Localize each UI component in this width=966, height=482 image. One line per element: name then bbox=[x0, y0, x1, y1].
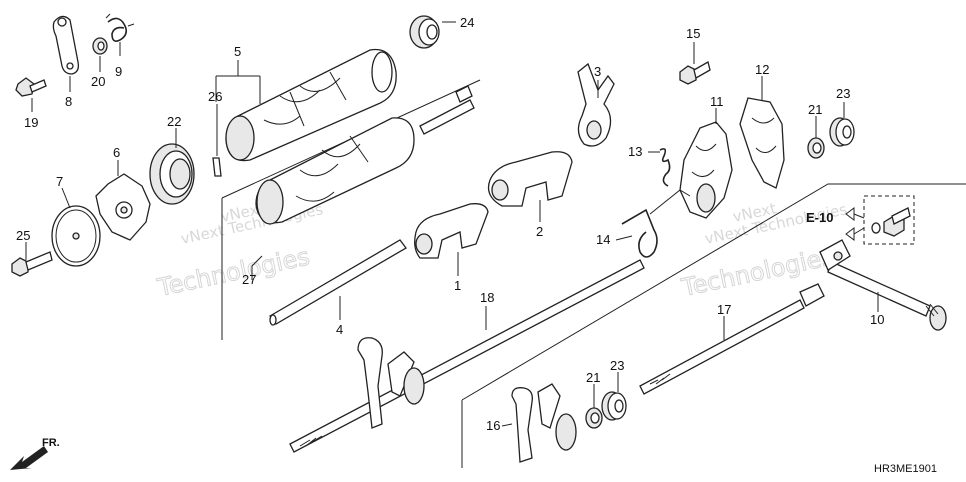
star-cam-6 bbox=[95, 173, 151, 241]
callout-17: 17 bbox=[717, 302, 731, 317]
callout-12: 12 bbox=[755, 62, 769, 77]
front-marker: FR. bbox=[42, 437, 60, 449]
callout-18: 18 bbox=[480, 290, 494, 305]
plate-12 bbox=[739, 97, 785, 189]
plate-7 bbox=[51, 205, 101, 267]
washer-21-upper bbox=[807, 137, 825, 159]
callout-4: 4 bbox=[336, 322, 343, 337]
callout-labels: 24 5 26 22 6 7 25 19 8 20 9 27 4 18 1 2 … bbox=[16, 15, 884, 433]
callout-10: 10 bbox=[870, 312, 884, 327]
callout-23-lower: 23 bbox=[610, 358, 624, 373]
callout-27: 27 bbox=[242, 272, 256, 287]
pin-26 bbox=[212, 157, 222, 177]
callout-26: 26 bbox=[208, 89, 222, 104]
fork-1 bbox=[414, 203, 489, 259]
callout-20: 20 bbox=[91, 74, 105, 89]
washer-21-lower bbox=[585, 407, 603, 429]
bearing-24 bbox=[409, 15, 440, 49]
front-arrow-icon: FR. bbox=[10, 437, 60, 470]
callout-21-lower: 21 bbox=[586, 370, 600, 385]
callout-7: 7 bbox=[56, 174, 63, 189]
callout-22: 22 bbox=[167, 114, 181, 129]
callout-24: 24 bbox=[460, 15, 474, 30]
callout-5: 5 bbox=[234, 44, 241, 59]
callout-9: 9 bbox=[115, 64, 122, 79]
arm-8 bbox=[52, 15, 80, 75]
diagram-code: HR3ME1901 bbox=[874, 463, 937, 475]
shaft-18 bbox=[289, 259, 645, 453]
shift-drum-assembly bbox=[255, 85, 475, 225]
callout-13: 13 bbox=[628, 144, 642, 159]
shaft-17 bbox=[639, 283, 825, 395]
reference-box bbox=[845, 195, 915, 245]
callout-3: 3 bbox=[594, 64, 601, 79]
bearing-22 bbox=[149, 143, 195, 205]
shift-drum-5 bbox=[225, 48, 397, 162]
watermark-left-big: Technologies bbox=[154, 242, 312, 302]
fork-2 bbox=[487, 151, 573, 207]
shaft-4 bbox=[269, 239, 407, 326]
callout-6: 6 bbox=[113, 145, 120, 160]
watermark-left: vNext vNext Technologies Technologies bbox=[154, 199, 325, 302]
washer-20 bbox=[92, 37, 108, 55]
bolt-25 bbox=[11, 251, 53, 277]
callout-14: 14 bbox=[596, 232, 610, 247]
callout-25: 25 bbox=[16, 228, 30, 243]
callout-11: 11 bbox=[710, 94, 724, 109]
leader-lines bbox=[25, 21, 879, 427]
shaft-10 bbox=[819, 239, 947, 331]
callout-8: 8 bbox=[65, 94, 72, 109]
callout-2: 2 bbox=[536, 224, 543, 239]
bearing-23-upper bbox=[829, 117, 855, 147]
spring-9 bbox=[105, 13, 135, 42]
callout-21-upper: 21 bbox=[808, 102, 822, 117]
bearing-23-lower bbox=[601, 391, 627, 421]
bolt-19 bbox=[15, 77, 47, 97]
reference-label: E-10 bbox=[806, 210, 833, 225]
spring-14 bbox=[621, 189, 691, 258]
bolt-15 bbox=[679, 61, 711, 85]
callout-1: 1 bbox=[454, 278, 461, 293]
callout-16: 16 bbox=[486, 418, 500, 433]
callout-19: 19 bbox=[24, 115, 38, 130]
arm-16 bbox=[511, 383, 577, 463]
spring-13 bbox=[659, 148, 671, 187]
callout-15: 15 bbox=[686, 26, 700, 41]
plate-11 bbox=[679, 121, 733, 219]
boundary-lower-right bbox=[461, 183, 966, 401]
callout-23-upper: 23 bbox=[836, 86, 850, 101]
fork-3 bbox=[577, 62, 615, 147]
